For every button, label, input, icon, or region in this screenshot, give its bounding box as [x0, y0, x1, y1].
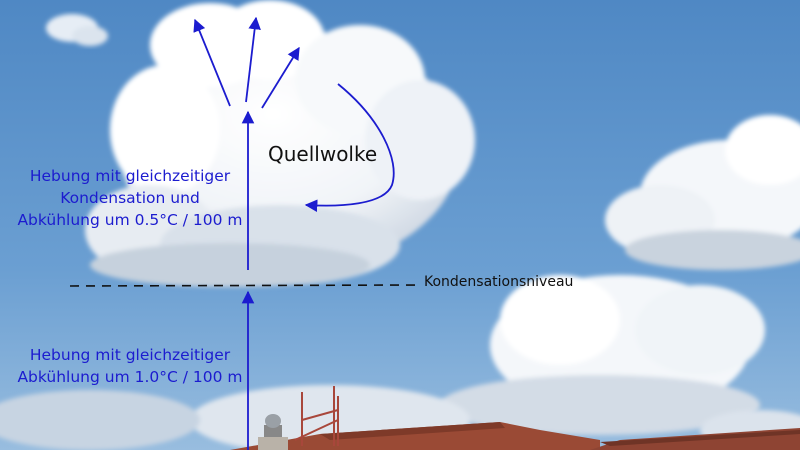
overturning-arrow	[304, 83, 395, 212]
divergence-arrow-center	[245, 16, 261, 103]
upper-label-line: Abkühlung um 0.5°C / 100 m	[17, 211, 243, 229]
lower-right-cloud	[440, 275, 765, 435]
condensation-level-label: Kondensationsniveau	[424, 274, 574, 290]
cloud-type-label: Quellwolke	[268, 142, 378, 166]
roofs	[230, 422, 800, 450]
lower-process-label: Hebung mit gleichzeitiger Abkühlung um 1…	[2, 344, 258, 388]
chimney	[258, 414, 288, 450]
upper-label-line: Kondensation und	[60, 189, 200, 207]
right-cloud	[605, 115, 800, 270]
upper-label-line: Hebung mit gleichzeitiger	[29, 167, 231, 185]
lower-label-line: Abkühlung um 1.0°C / 100 m	[17, 368, 243, 386]
antenna	[294, 386, 339, 446]
small-cloud	[46, 14, 108, 46]
condensation-level-line	[69, 284, 421, 287]
divergence-arrow-left	[193, 18, 231, 107]
upper-process-label: Hebung mit gleichzeitiger Kondensation u…	[2, 165, 258, 231]
lower-label-line: Hebung mit gleichzeitiger	[29, 346, 231, 364]
divergence-arrow-right	[261, 46, 300, 109]
